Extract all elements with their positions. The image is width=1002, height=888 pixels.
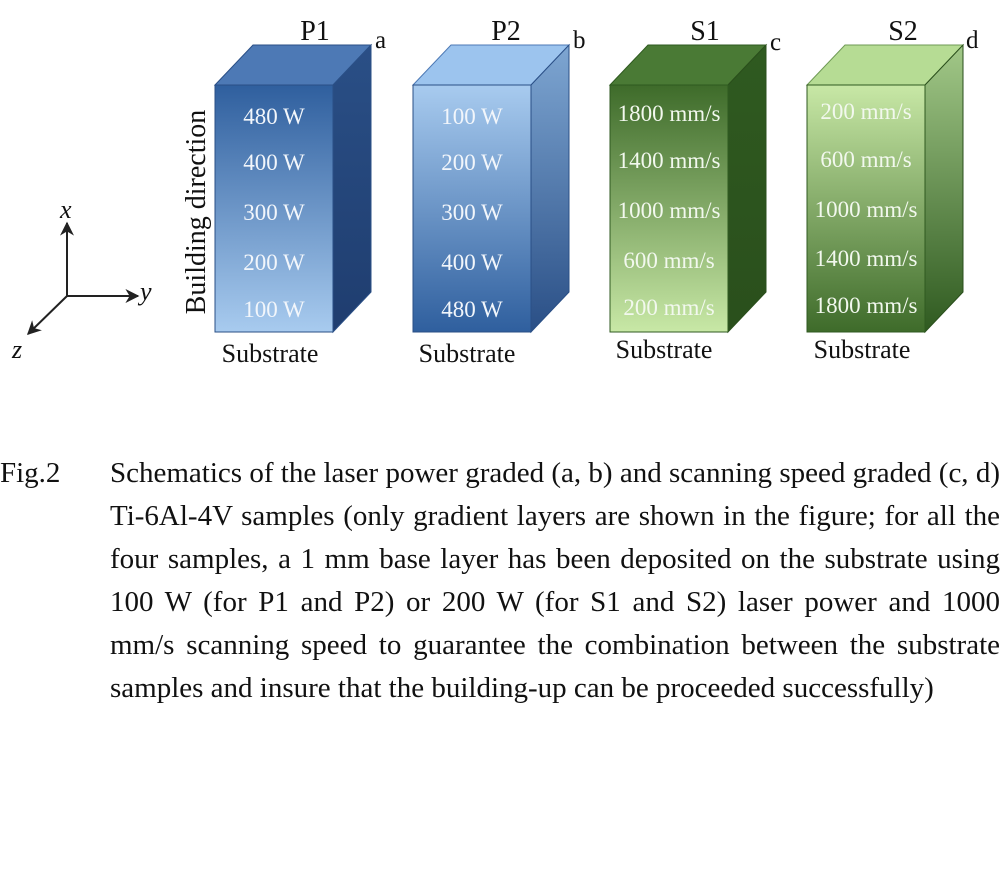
- layer-label: 100 W: [243, 297, 305, 322]
- block-front-face: [214, 84, 334, 333]
- sample-schematic-figure: x y z Building direction P1 a 480 W 400 …: [11, 16, 979, 368]
- sample-name: S1: [690, 16, 720, 47]
- x-axis-label: x: [59, 195, 72, 224]
- y-axis-label: y: [137, 277, 152, 306]
- panel-letter: a: [375, 27, 386, 54]
- z-axis-arrow: [26, 295, 68, 335]
- layer-label: 200 mm/s: [623, 295, 714, 320]
- sample-name: S2: [888, 16, 918, 47]
- layer-label: 100 W: [441, 104, 503, 129]
- layer-label: 1000 mm/s: [618, 198, 721, 223]
- sample-p1: P1 a 480 W 400 W 300 W 200 W 100 W Subst…: [213, 16, 386, 368]
- substrate-label: Substrate: [616, 335, 713, 364]
- block-side-face: [924, 43, 964, 334]
- coordinate-axes: x y z: [11, 195, 152, 364]
- substrate-label: Substrate: [222, 339, 319, 368]
- layer-label: 1000 mm/s: [815, 197, 918, 222]
- sample-s1: S1 c 1800 mm/s 1400 mm/s 1000 mm/s 600 m…: [608, 16, 781, 364]
- layer-label: 1800 mm/s: [618, 101, 721, 126]
- sample-name: P1: [300, 16, 330, 47]
- figure-caption: Fig.2 Schematics of the laser power grad…: [0, 440, 1002, 880]
- layer-label: 300 W: [441, 200, 503, 225]
- figure-number: Fig.2: [0, 457, 61, 489]
- layer-label: 200 W: [441, 150, 503, 175]
- layer-label: 1400 mm/s: [815, 246, 918, 271]
- layer-label: 600 mm/s: [820, 147, 911, 172]
- layer-label: 200 mm/s: [820, 99, 911, 124]
- layer-label: 600 mm/s: [623, 248, 714, 273]
- layer-label: 400 W: [441, 250, 503, 275]
- layer-label: 400 W: [243, 150, 305, 175]
- block-side-face: [332, 43, 372, 334]
- sample-s2: S2 d 200 mm/s 600 mm/s 1000 mm/s 1400 mm…: [805, 16, 979, 364]
- panel-letter: d: [966, 27, 979, 54]
- caption-text: Schematics of the laser power graded (a,…: [110, 457, 1000, 704]
- sample-name: P2: [491, 16, 521, 47]
- block-front-face: [806, 84, 926, 333]
- block-front-face: [609, 84, 729, 333]
- layer-label: 1800 mm/s: [815, 293, 918, 318]
- panel-letter: c: [770, 29, 781, 56]
- block-side-face: [727, 43, 767, 334]
- block-side-face: [530, 43, 570, 334]
- layer-label: 300 W: [243, 200, 305, 225]
- substrate-label: Substrate: [814, 335, 911, 364]
- panel-letter: b: [573, 27, 586, 54]
- substrate-label: Substrate: [419, 339, 516, 368]
- block-front-face: [412, 84, 532, 333]
- layer-label: 480 W: [441, 297, 503, 322]
- sample-p2: P2 b 100 W 200 W 300 W 400 W 480 W Subst…: [411, 16, 586, 368]
- layer-label: 200 W: [243, 250, 305, 275]
- layer-label: 1400 mm/s: [618, 148, 721, 173]
- layer-label: 480 W: [243, 104, 305, 129]
- building-direction-label: Building direction: [181, 110, 212, 315]
- z-axis-label: z: [11, 335, 22, 364]
